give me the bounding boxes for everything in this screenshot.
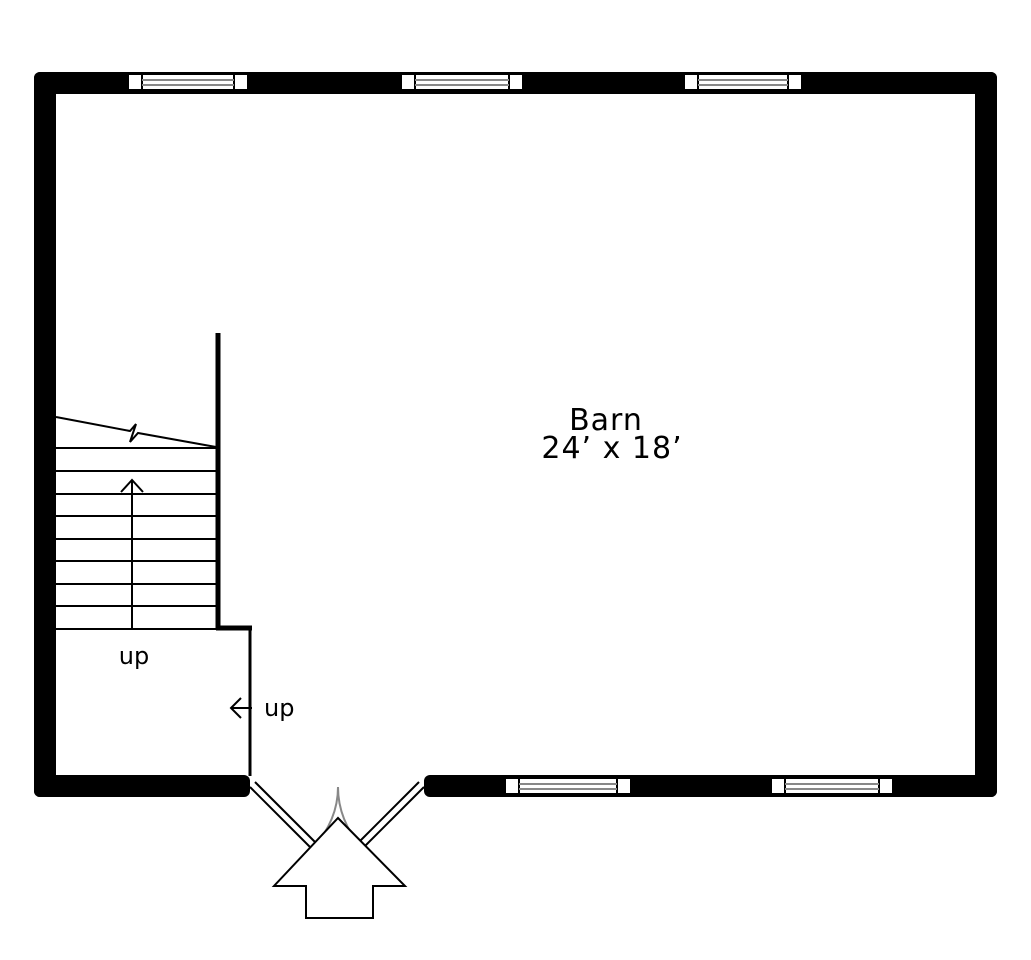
window [504, 777, 632, 795]
room-name: Barn [569, 403, 643, 438]
door-right [355, 781, 425, 851]
arrow-up-icon [120, 478, 144, 628]
windows-bottom [504, 777, 894, 795]
wall-bottom-left [34, 775, 250, 797]
step-label: up [264, 694, 294, 722]
stair-break-line [55, 416, 217, 448]
partitions [56, 333, 252, 776]
staircase [55, 416, 252, 719]
entry-arrow-icon [271, 816, 408, 919]
window [127, 73, 249, 91]
walls [34, 72, 997, 797]
window [683, 73, 803, 91]
window [770, 777, 894, 795]
stair-label: up [119, 642, 149, 670]
windows-top [127, 73, 803, 91]
room-dimensions: 24’ x 18’ [541, 431, 682, 466]
arrow-left-icon [229, 697, 252, 719]
window [400, 73, 524, 91]
wall-left [34, 72, 56, 797]
door-left [249, 781, 319, 851]
wall-right [975, 72, 997, 797]
